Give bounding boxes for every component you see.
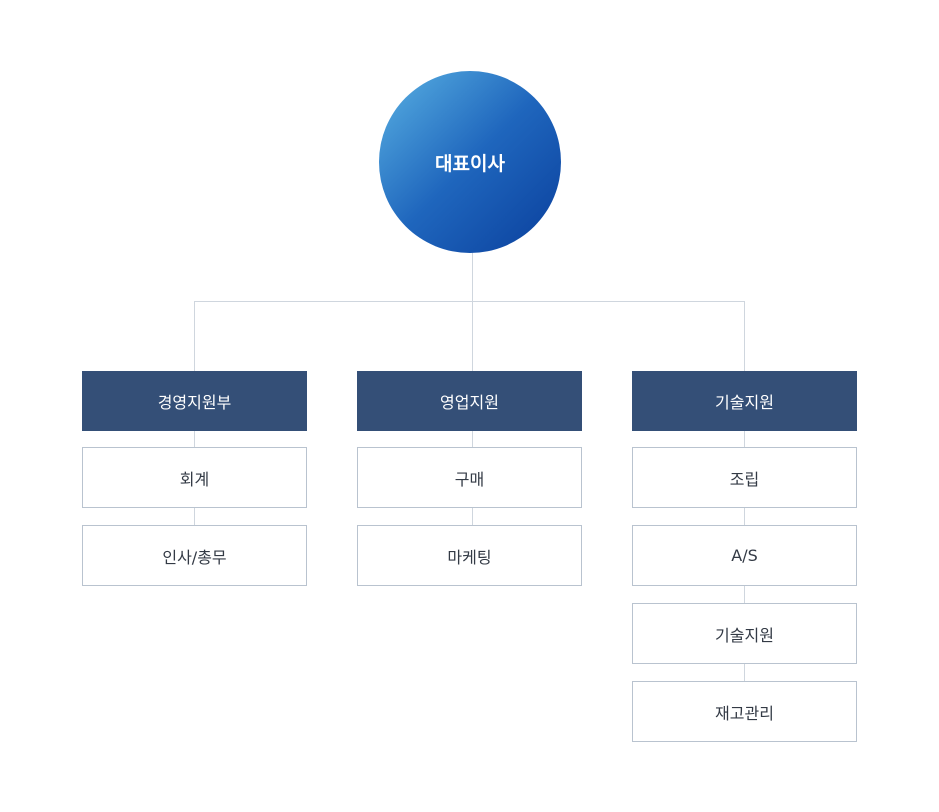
team-label: 인사/총무 xyxy=(162,547,227,567)
team-label: 구매 xyxy=(454,469,485,489)
team-box-inventory-management: 재고관리 xyxy=(632,681,857,742)
department-label: 영업지원 xyxy=(440,393,499,412)
team-box-accounting: 회계 xyxy=(82,447,307,508)
team-label: A/S xyxy=(731,546,758,565)
team-label: 회계 xyxy=(179,469,210,489)
team-box-marketing: 마케팅 xyxy=(357,525,582,586)
ceo-node: 대표이사 xyxy=(379,71,561,253)
team-box-hr-general-affairs: 인사/총무 xyxy=(82,525,307,586)
team-box-technical-support: 기술지원 xyxy=(632,603,857,664)
department-box-management-support: 경영지원부 xyxy=(82,371,307,431)
team-label: 조립 xyxy=(729,469,760,489)
team-box-assembly: 조립 xyxy=(632,447,857,508)
ceo-label: 대표이사 xyxy=(435,152,505,175)
team-label: 재고관리 xyxy=(715,703,774,723)
department-label: 경영지원부 xyxy=(157,393,232,412)
department-label: 기술지원 xyxy=(715,393,774,412)
team-label: 기술지원 xyxy=(715,625,774,645)
department-box-technical-support: 기술지원 xyxy=(632,371,857,431)
team-box-after-service: A/S xyxy=(632,525,857,586)
team-label: 마케팅 xyxy=(447,547,492,567)
department-box-sales-support: 영업지원 xyxy=(357,371,582,431)
team-box-purchasing: 구매 xyxy=(357,447,582,508)
